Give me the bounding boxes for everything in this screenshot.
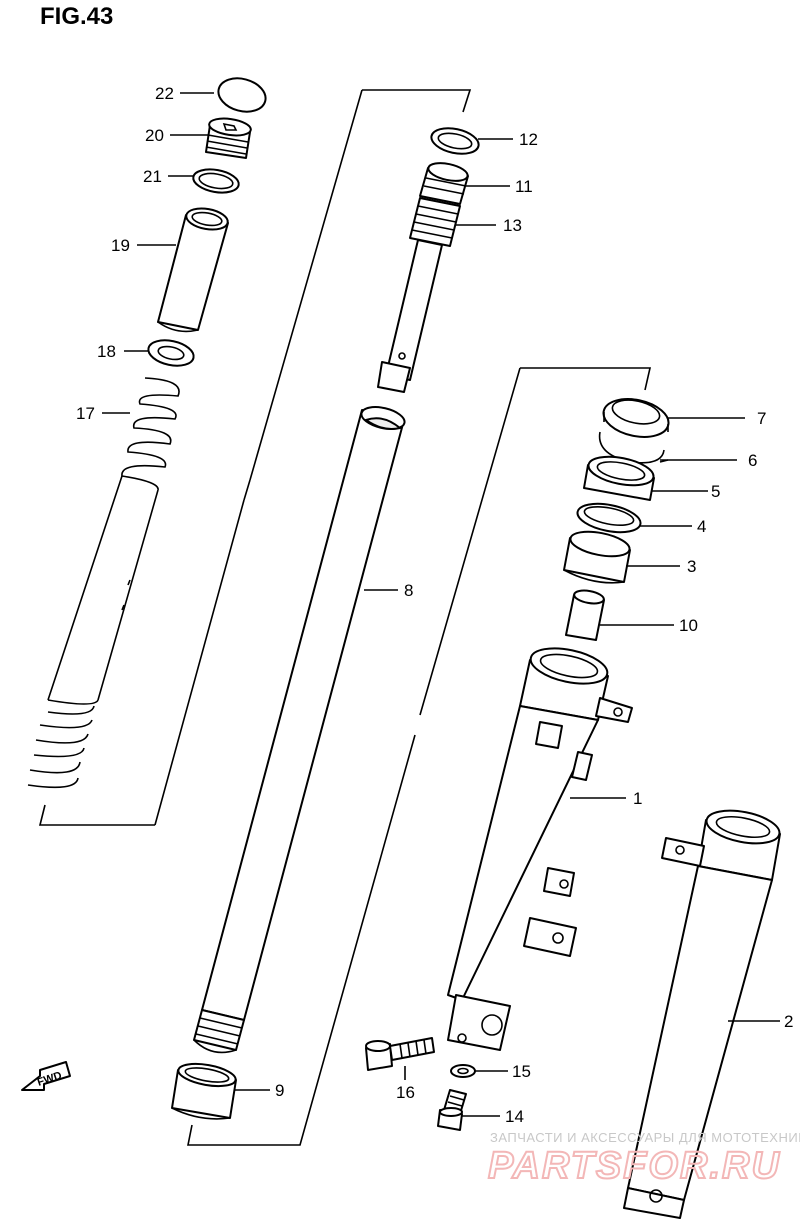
callout-15: 15 — [512, 1062, 531, 1081]
part-19-spacer — [157, 207, 229, 333]
callout-5: 5 — [711, 482, 720, 501]
callout-17: 17 — [76, 404, 95, 423]
callout-12: 12 — [519, 130, 538, 149]
callout-22: 22 — [155, 84, 174, 103]
part-13-piston-ring — [409, 197, 461, 247]
part-14-bolt — [437, 1089, 467, 1131]
part-9-bushing — [171, 1062, 237, 1120]
part-1-outer-tube — [447, 647, 633, 1051]
callout-13: 13 — [503, 216, 522, 235]
callout-2: 2 — [784, 1012, 793, 1031]
callout-labels: 22 20 21 19 18 17 12 11 13 8 9 7 6 5 4 3… — [76, 84, 793, 1126]
fwd-arrow-icon: FWD — [21, 1061, 71, 1091]
group-frame-right — [187, 367, 652, 1146]
part-damper-rod-shaft — [377, 239, 443, 393]
group-frame-left — [38, 89, 472, 826]
part-12-o-ring — [430, 127, 480, 155]
callout-21: 21 — [143, 167, 162, 186]
callout-8: 8 — [404, 581, 413, 600]
figure-title: FIG.43 — [40, 3, 113, 30]
part-2-outer-tube — [623, 809, 781, 1219]
callout-7: 7 — [757, 409, 766, 428]
part-10-oil-lock — [565, 589, 605, 641]
callout-14: 14 — [505, 1107, 524, 1126]
part-11-rod-head — [419, 162, 469, 205]
part-21-o-ring — [192, 168, 240, 194]
callout-11: 11 — [515, 177, 533, 196]
part-16-bolt — [365, 1037, 435, 1071]
group-frame-left-diag — [154, 89, 363, 826]
watermark-brand: PARTSFOR.RU — [488, 1145, 781, 1187]
callout-10: 10 — [679, 616, 698, 635]
leader-lines — [102, 92, 780, 1117]
part-8-inner-tube — [193, 406, 406, 1054]
part-3-bushing — [563, 530, 631, 584]
part-18-washer — [147, 339, 195, 367]
part-20-cap-bolt — [205, 117, 252, 159]
callout-4: 4 — [697, 517, 706, 536]
callout-19: 19 — [111, 236, 130, 255]
part-5-oil-seal — [583, 455, 655, 501]
callout-1: 1 — [633, 789, 642, 808]
part-15-washer — [450, 1064, 476, 1078]
callout-6: 6 — [748, 451, 757, 470]
callout-9: 9 — [275, 1081, 284, 1100]
callout-18: 18 — [97, 342, 116, 361]
part-4-washer — [576, 502, 642, 534]
watermark: ЗАПЧАСТИ И АКСЕССУАРЫ ДЛЯ МОТОТЕХНИКИ PA… — [487, 1130, 800, 1188]
callout-20: 20 — [145, 126, 164, 145]
part-7-dust-seal — [602, 398, 670, 438]
callout-16: 16 — [396, 1083, 415, 1102]
part-17-spring — [27, 377, 180, 789]
watermark-caption: ЗАПЧАСТИ И АКСЕССУАРЫ ДЛЯ МОТОТЕХНИКИ — [490, 1130, 800, 1145]
callout-3: 3 — [687, 557, 696, 576]
part-22-cap — [217, 77, 267, 113]
